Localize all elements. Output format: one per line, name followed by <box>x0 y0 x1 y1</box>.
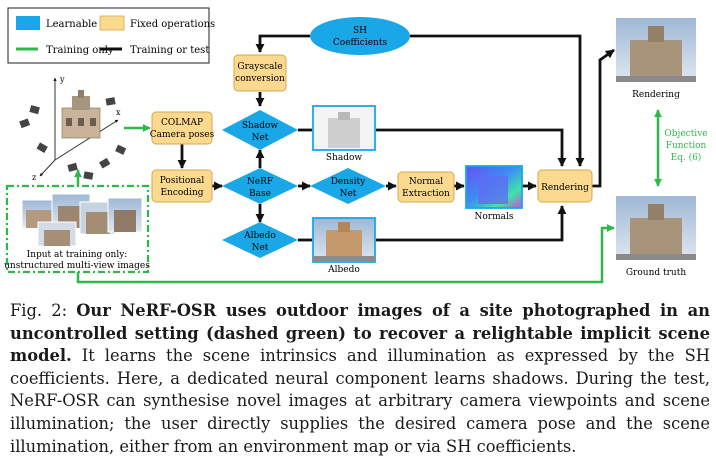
svg-text:NeRF: NeRF <box>247 177 273 187</box>
svg-text:Base: Base <box>249 189 271 199</box>
svg-text:Camera poses: Camera poses <box>150 130 215 140</box>
input-label-line2: unstructured multi-view images <box>4 261 150 271</box>
svg-text:Extraction: Extraction <box>402 189 450 199</box>
input-label-line1: Input at training only: <box>27 250 128 260</box>
svg-text:Net: Net <box>252 243 269 253</box>
svg-text:Net: Net <box>252 133 269 143</box>
node-shadow-net: Shadow Net <box>222 110 298 150</box>
ground-truth-label: Ground truth <box>626 268 686 278</box>
axis-y-label: y <box>59 75 65 84</box>
svg-text:Shadow: Shadow <box>242 121 279 131</box>
albedo-image: Albedo <box>312 217 376 275</box>
node-nerf-base: NeRF Base <box>222 168 298 204</box>
svg-text:Eq. (6): Eq. (6) <box>671 152 702 163</box>
rendering-label: Rendering <box>632 90 680 100</box>
svg-text:Positional: Positional <box>160 176 205 186</box>
node-density-net: Density Net <box>310 168 386 204</box>
axis-z-label: z <box>32 173 36 182</box>
svg-text:Albedo: Albedo <box>243 231 276 241</box>
legend-training-or-test: Training or test <box>130 45 209 56</box>
legend-learnable: Learnable <box>46 19 97 30</box>
ground-truth-image: Ground truth <box>616 196 696 278</box>
normals-label: Normals <box>475 212 514 222</box>
green-arrow-input-to-ground-truth <box>76 223 615 284</box>
svg-text:Grayscale: Grayscale <box>237 62 282 72</box>
shadow-image: Shadow <box>312 105 376 163</box>
svg-text:Rendering: Rendering <box>541 183 589 193</box>
node-sh-coefficients: SH Coefficients <box>310 17 410 55</box>
nerf-osr-diagram: Learnable Fixed operations Training only… <box>4 7 708 284</box>
node-normal-extraction: Normal Extraction <box>397 171 455 203</box>
svg-text:Encoding: Encoding <box>160 188 203 198</box>
objective-label: Objective Function Eq. (6) <box>664 129 707 163</box>
legend-fixed: Fixed operations <box>130 19 215 30</box>
svg-text:COLMAP: COLMAP <box>161 118 203 128</box>
figure-caption: Fig. 2: Our NeRF-OSR uses outdoor images… <box>10 300 710 458</box>
flow-edges <box>177 34 615 242</box>
caption-rest: It learns the scene intrinsics and illum… <box>10 346 710 456</box>
node-colmap: COLMAP Camera poses <box>150 111 215 145</box>
fixed-swatch <box>99 15 125 31</box>
normals-image: Normals <box>465 165 523 222</box>
node-positional-encoding: Positional Encoding <box>151 169 213 203</box>
caption-bold: Our NeRF-OSR uses outdoor images of a si… <box>10 301 710 366</box>
svg-text:Function: Function <box>666 141 707 151</box>
learnable-swatch <box>16 16 40 30</box>
shadow-label: Shadow <box>326 153 363 163</box>
node-rendering: Rendering <box>537 169 593 203</box>
svg-text:Normal: Normal <box>409 177 443 187</box>
node-albedo-net: Albedo Net <box>222 222 298 258</box>
legend-training-only: Training only <box>46 45 114 56</box>
caption-prefix: Fig. 2: <box>10 301 68 320</box>
svg-text:conversion: conversion <box>235 74 285 84</box>
camera-scene: y x z <box>19 75 127 182</box>
legend: Learnable Fixed operations Training only… <box>7 7 215 64</box>
input-images-box: Input at training only: unstructured mul… <box>4 184 150 274</box>
node-grayscale-conversion: Grayscale conversion <box>233 54 287 92</box>
axis-x-label: x <box>116 108 121 117</box>
svg-text:SH: SH <box>353 26 367 36</box>
svg-text:Density: Density <box>331 177 366 187</box>
svg-text:Net: Net <box>340 189 357 199</box>
rendering-image: Rendering <box>616 18 696 100</box>
svg-text:Objective: Objective <box>664 129 707 139</box>
svg-text:Coefficients: Coefficients <box>333 38 388 48</box>
albedo-label: Albedo <box>327 265 360 275</box>
